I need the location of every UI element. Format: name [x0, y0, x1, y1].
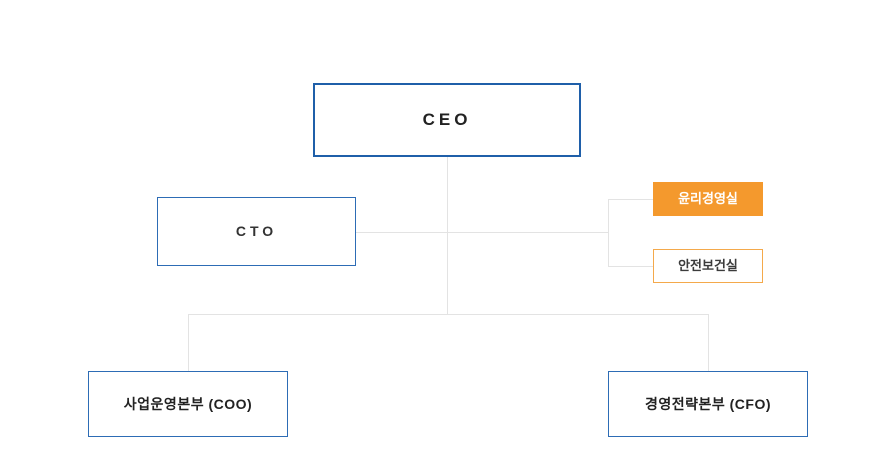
node-management-strategy-cfo-label: 경영전략본부 (CFO)	[644, 395, 772, 412]
node-ceo-label: CEO	[422, 109, 472, 129]
node-safety-health-office[interactable]: 안전보건실	[653, 249, 763, 283]
connector-drop-coo	[188, 314, 189, 371]
node-safety-health-office-label: 안전보건실	[678, 258, 738, 274]
node-cto-label: CTO	[235, 223, 278, 240]
node-cto[interactable]: CTO	[157, 197, 356, 266]
node-management-strategy-cfo[interactable]: 경영전략본부 (CFO)	[608, 371, 808, 437]
node-business-operations-coo-label: 사업운영본부 (COO)	[123, 395, 253, 412]
connector-staff-spine	[608, 199, 609, 266]
node-ceo[interactable]: CEO	[313, 83, 581, 157]
connector-ceo-trunk	[447, 157, 448, 315]
connector-division-bracket	[188, 314, 708, 315]
connector-stub-safety	[608, 266, 653, 267]
node-business-operations-coo[interactable]: 사업운영본부 (COO)	[88, 371, 288, 437]
connector-cto-horizontal	[356, 232, 608, 233]
connector-stub-ethics	[608, 199, 653, 200]
connector-drop-cfo	[708, 314, 709, 371]
node-ethics-office[interactable]: 윤리경영실	[653, 182, 763, 216]
node-ethics-office-label: 윤리경영실	[678, 191, 738, 207]
